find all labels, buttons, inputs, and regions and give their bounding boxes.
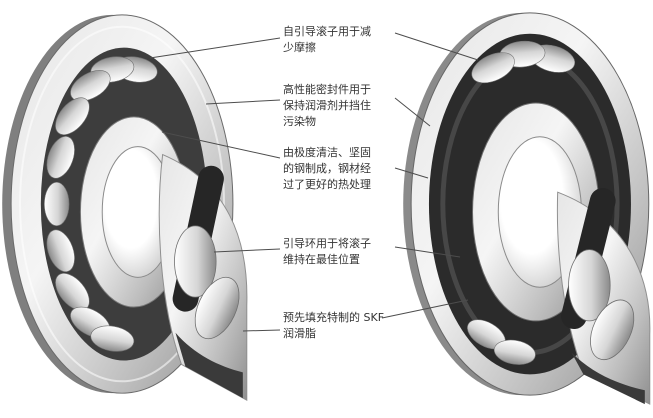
annotation-high-performance-seals: 高性能密封件用于 保持润滑剂并挡住 污染物 [283,83,371,128]
annotation-guide-ring: 引导环用于将滚子 维持在最佳位置 [283,237,371,266]
cutaway-front-row [158,153,248,401]
roller-row-top [471,40,576,84]
right-bearing-illustration [403,12,651,405]
annotation-clean-steel: 由极度清洁、坚固 的钢制成，钢材经 过了更好的热处理 [283,146,371,191]
roller-row [43,56,158,352]
annotation-self-guiding-rollers: 自引导滚子用于减 少摩擦 [283,25,371,54]
roller-row-bottom [467,319,536,365]
cutaway-front-row [556,187,651,405]
annotation-skf-grease: 预先填充特制的 SKF 润滑脂 [283,311,385,340]
left-bearing-illustration [2,14,248,401]
